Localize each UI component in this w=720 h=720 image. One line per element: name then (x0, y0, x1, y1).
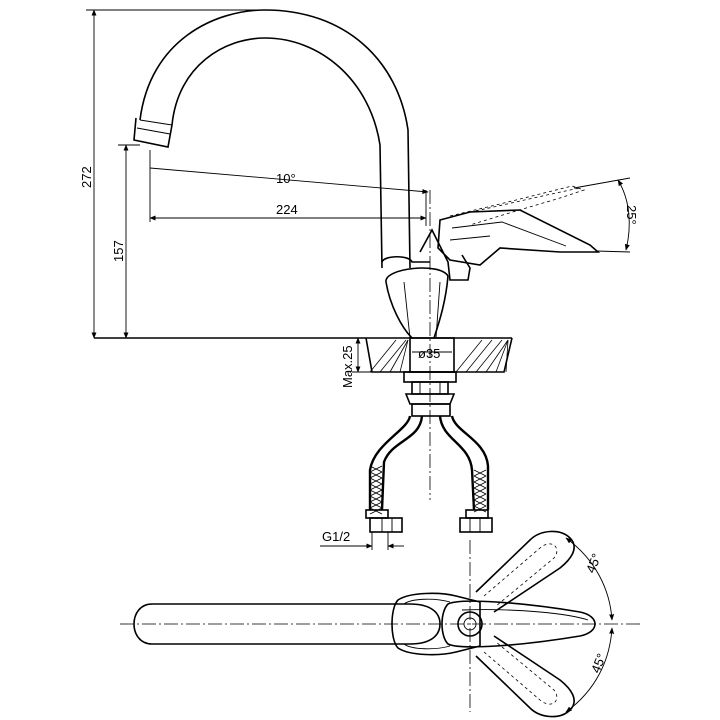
thread-dimension: G1/2 (320, 529, 404, 550)
total-height-dimension: 272 (79, 9, 266, 339)
lever-angle-label: 25° (624, 205, 639, 225)
spout (133, 9, 411, 269)
total-height-label: 272 (79, 166, 94, 188)
lever-angle-dimension: 25° (573, 177, 639, 253)
spout-height-label: 157 (111, 240, 126, 262)
max-thickness-label: Max.25 (340, 345, 355, 388)
spout-height-dimension: 157 (111, 144, 140, 339)
lever-handle (437, 185, 601, 266)
hatching (369, 339, 509, 373)
swing-upper-label: 45° (583, 551, 604, 575)
hose-braid (369, 465, 487, 515)
countertop-section: ø35 (94, 337, 513, 373)
spout-reach-dimension: 224 10° (149, 150, 429, 226)
faucet-body (381, 228, 471, 339)
swing-lower-label: 45° (588, 651, 609, 675)
spout-reach-label: 224 (276, 202, 298, 217)
thread-label: G1/2 (322, 529, 350, 544)
mount-hole-label: ø35 (418, 346, 440, 361)
max-thickness-dimension: Max.25 (340, 337, 372, 388)
spout-tilt-label: 10° (276, 171, 296, 186)
flexible-hoses (365, 415, 493, 533)
top-view: 45° 45° (120, 530, 640, 718)
